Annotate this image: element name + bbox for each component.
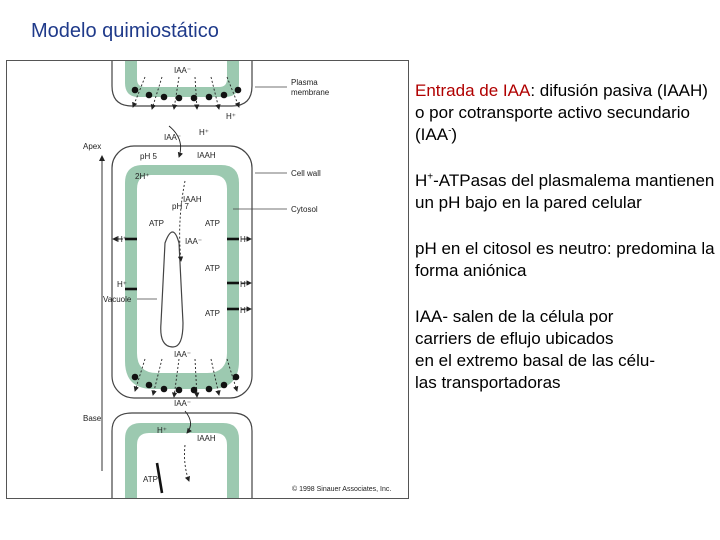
chem-iaa-mid: IAA⁻ [185,237,202,246]
chem-h-r1: H⁺ [240,235,250,244]
atpase-sup: + [427,171,434,183]
chem-iaah-mid: IAAH [183,195,202,204]
label-cell-wall: Cell wall [291,169,321,178]
paragraph-iaa-entry: Entrada de IAA: difusión pasiva (IAAH) o… [415,80,715,146]
chem-atp-bottom: ATP [143,475,158,484]
efflux-line-2: carriers de eflujo ubicados [415,329,614,348]
label-plasma: Plasma [291,78,318,87]
iaa-entry-highlight: Entrada de IAA [415,81,531,100]
chem-h-l2: H⁺ [117,280,127,289]
chem-atp-l1: ATP [149,219,164,228]
middle-cell [111,145,253,399]
chem-h-bottom: H⁺ [157,426,167,435]
chem-h-2: H⁺ [199,128,209,137]
chem-iaa-top: IAA⁻ [174,66,191,75]
bottom-cell [111,412,253,498]
chem-h-l1: H⁺ [117,235,127,244]
slide-title: Modelo quimiostático [31,20,219,42]
chem-h-r2: H⁺ [240,280,250,289]
paragraph-cytosol-ph: pH en el citosol es neutro: predomina la… [415,239,715,280]
label-base: Base [83,414,102,423]
iaa-entry-sup: - [448,125,452,137]
chem-h-r3: H⁺ [240,306,250,315]
chem-iaah-bottom: IAAH [197,434,216,443]
label-apex: Apex [83,142,101,151]
efflux-line-1: IAA- salen de la célula por [415,307,614,326]
paragraph-atpase: H+-ATPasas del plasmalema mantienen un p… [415,170,715,214]
chem-ph7: pH 7 [172,202,189,211]
iaa-entry-colon: : [530,81,536,100]
figure-copyright: © 1998 Sinauer Associates, Inc. [292,485,391,493]
vacuole-shape [160,231,184,348]
chem-atp-r1: ATP [205,219,220,228]
label-membrane: membrane [291,88,330,97]
efflux-line-4: las transportadoras [415,373,561,392]
chemiosmotic-diagram: Plasma membrane Apex Base Cell wall Cyto… [83,61,391,498]
chem-iaa-2: IAA⁻ [164,133,181,142]
paragraph-efflux: IAA- salen de la célula por carriers de … [415,306,715,394]
chem-iaah-top: IAAH [197,151,216,160]
iaa-entry-end: ) [451,125,458,144]
chem-atp-r2: ATP [205,264,220,273]
efflux-line-3: en el extremo basal de las célu- [415,351,656,370]
atpase-body: -ATPasas del plasmalema mantienen un pH … [415,171,715,212]
leader-lines [137,86,287,300]
chem-h-top: H⁺ [226,112,236,121]
label-vacuole: Vacuole [103,295,132,304]
proton-arrows [112,236,252,312]
atpase-pumps [125,237,239,494]
flux-arrows [132,76,240,482]
atpase-h: H [415,171,428,190]
chem-iaa-out: IAA⁻ [174,399,191,408]
chem-ph5: pH 5 [140,152,157,161]
explanation-text: Entrada de IAA: difusión pasiva (IAAH) o… [415,80,715,418]
chem-2h: 2H⁺ [135,172,149,181]
chem-atp-r3: ATP [205,309,220,318]
auxin-transport-figure: Plasma membrane Apex Base Cell wall Cyto… [6,60,409,499]
chem-iaa-low: IAA⁻ [174,350,191,359]
iaa-entry-body: difusión pasiva (IAAH) o por cotransport… [415,81,708,144]
top-cell [111,61,253,107]
label-cytosol: Cytosol [291,205,318,214]
